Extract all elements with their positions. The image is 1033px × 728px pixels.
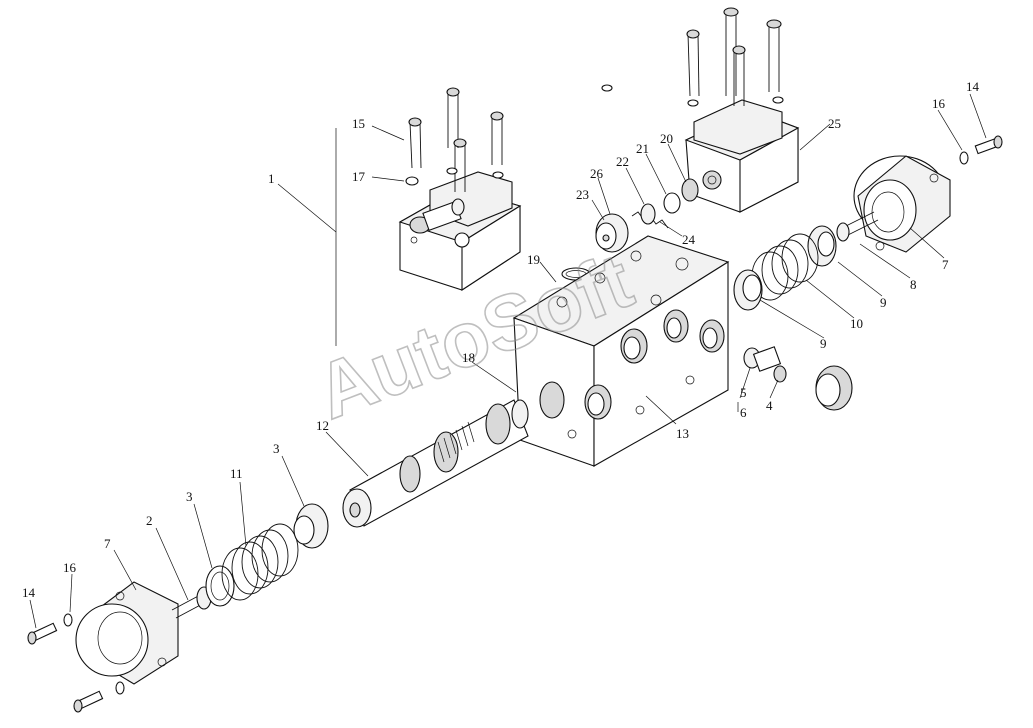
right-bolts <box>959 135 1003 165</box>
callout-1: 1 <box>268 171 275 186</box>
right-end-cap <box>853 155 951 253</box>
left-washer <box>205 565 235 607</box>
callout-13: 13 <box>676 426 689 441</box>
callout-26: 26 <box>590 166 604 181</box>
callout-17: 17 <box>352 169 366 184</box>
left-spring-seat-inner <box>293 515 315 545</box>
callout-22: 22 <box>616 154 629 169</box>
callout-16-left: 16 <box>63 560 77 575</box>
left-bolts <box>27 613 125 713</box>
callout-7-left: 7 <box>104 536 111 551</box>
callout-18: 18 <box>462 350 475 365</box>
right-spring <box>751 233 819 301</box>
left-end-cap <box>75 581 179 685</box>
callout-20: 20 <box>660 131 673 146</box>
callout-5: 5 <box>740 385 747 400</box>
left-washer-inner <box>210 571 230 601</box>
callout-9-upper: 9 <box>880 295 887 310</box>
callout-3-upper: 3 <box>273 441 280 456</box>
callout-14-left: 14 <box>22 585 36 600</box>
callout-numbers: 1 2 3 3 4 5 6 7 7 8 9 9 10 11 12 13 14 1… <box>22 79 980 600</box>
callout-7-right: 7 <box>942 257 949 272</box>
right-piston <box>836 211 879 242</box>
plug <box>815 365 853 411</box>
callout-19: 19 <box>527 252 540 267</box>
left-block-bolts <box>405 87 504 192</box>
callout-14-right: 14 <box>966 79 980 94</box>
callout-24: 24 <box>682 232 696 247</box>
main-spool <box>342 399 529 528</box>
callout-21: 21 <box>636 141 649 156</box>
callout-25: 25 <box>828 116 841 131</box>
callout-15: 15 <box>352 116 365 131</box>
callout-23: 23 <box>576 187 589 202</box>
right-solenoid-block <box>684 99 800 213</box>
callout-11: 11 <box>230 466 243 481</box>
valve-body <box>512 235 730 467</box>
callout-3-left: 3 <box>186 489 193 504</box>
leader-lines <box>29 93 987 629</box>
callout-9-lower: 9 <box>820 336 827 351</box>
callout-2: 2 <box>146 513 153 528</box>
callout-8: 8 <box>910 277 917 292</box>
left-solenoid-block <box>398 171 522 292</box>
right-spring-seat-inner <box>817 231 835 257</box>
left-spring <box>221 523 299 601</box>
callout-6: 6 <box>740 405 747 420</box>
callout-16-right: 16 <box>932 96 946 111</box>
check-valve-fitting <box>743 346 787 383</box>
right-washer-inner <box>742 274 762 302</box>
right-block-bolts <box>601 7 784 107</box>
pilot-spool-parts <box>595 178 699 253</box>
callout-4: 4 <box>766 398 773 413</box>
callout-12: 12 <box>316 418 329 433</box>
callout-10: 10 <box>850 316 863 331</box>
